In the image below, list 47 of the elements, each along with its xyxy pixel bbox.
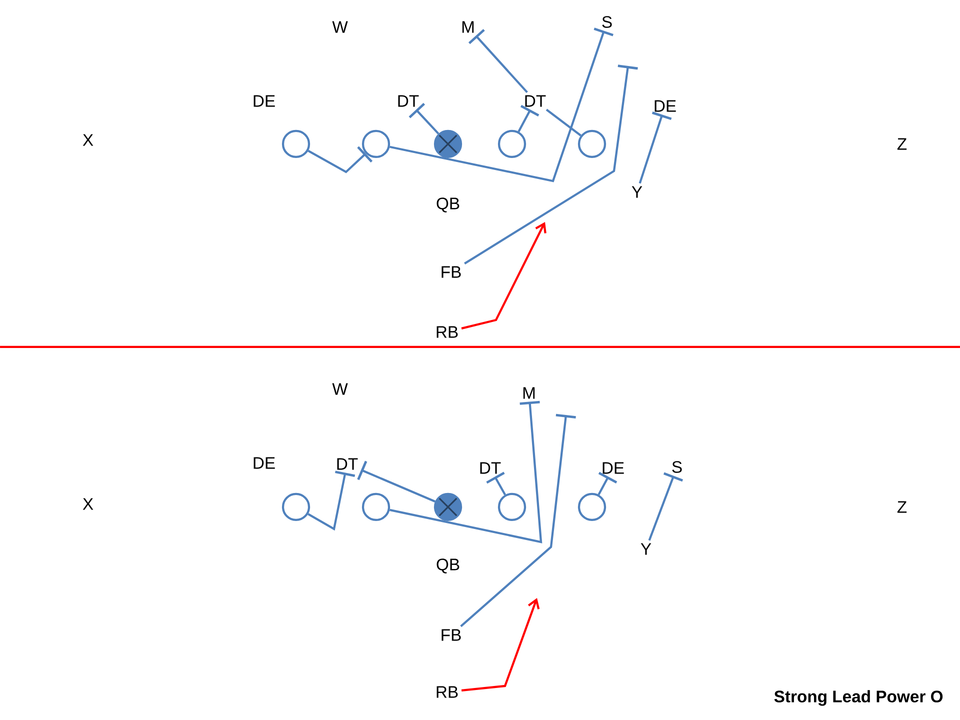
run-arrow <box>461 222 546 330</box>
block-line <box>357 460 436 502</box>
player-label: Y <box>632 186 642 198</box>
player-label: Z <box>897 501 907 513</box>
player-label: DT <box>525 95 546 107</box>
player-label: FB <box>442 629 461 641</box>
block-line <box>486 472 506 496</box>
player-label: QB <box>436 198 460 212</box>
route-line <box>546 108 582 136</box>
lineman-circle <box>282 492 310 522</box>
player-label: DT <box>337 458 358 470</box>
center-marker <box>434 492 462 522</box>
lineman-circle <box>498 492 526 522</box>
player-label: RB <box>436 326 458 338</box>
center-marker <box>434 130 462 158</box>
player-label: DT <box>398 95 419 107</box>
player-label: QB <box>436 558 460 574</box>
lineman-circle <box>362 492 390 522</box>
player-label: M <box>523 387 535 399</box>
lineman-circle <box>362 130 390 158</box>
player-label: W <box>332 383 348 395</box>
block-line <box>460 414 576 628</box>
lineman-circle <box>578 492 606 522</box>
lineman-circle <box>498 130 526 158</box>
lineman-circle <box>282 130 310 158</box>
player-label: DE <box>602 462 624 474</box>
player-label: X <box>82 498 94 510</box>
player-label: Y <box>640 543 652 555</box>
player-label: FB <box>442 266 461 278</box>
player-label: M <box>462 21 474 33</box>
block-line <box>390 28 614 182</box>
caption: Strong Lead Power O <box>774 690 943 706</box>
player-label: DE <box>254 457 275 469</box>
block-line <box>464 64 638 264</box>
player-label: Z <box>897 138 907 150</box>
player-label: DE <box>254 95 275 107</box>
block-line <box>638 112 672 184</box>
player-label: DE <box>654 100 676 112</box>
block-line <box>390 400 542 544</box>
player-label: S <box>602 16 612 28</box>
lineman-circle <box>578 130 606 158</box>
player-label: W <box>332 21 348 33</box>
player-label: X <box>82 134 94 146</box>
run-arrow <box>461 598 540 692</box>
player-label: DT <box>480 462 501 474</box>
player-label: RB <box>436 686 458 698</box>
player-label: S <box>672 461 682 473</box>
